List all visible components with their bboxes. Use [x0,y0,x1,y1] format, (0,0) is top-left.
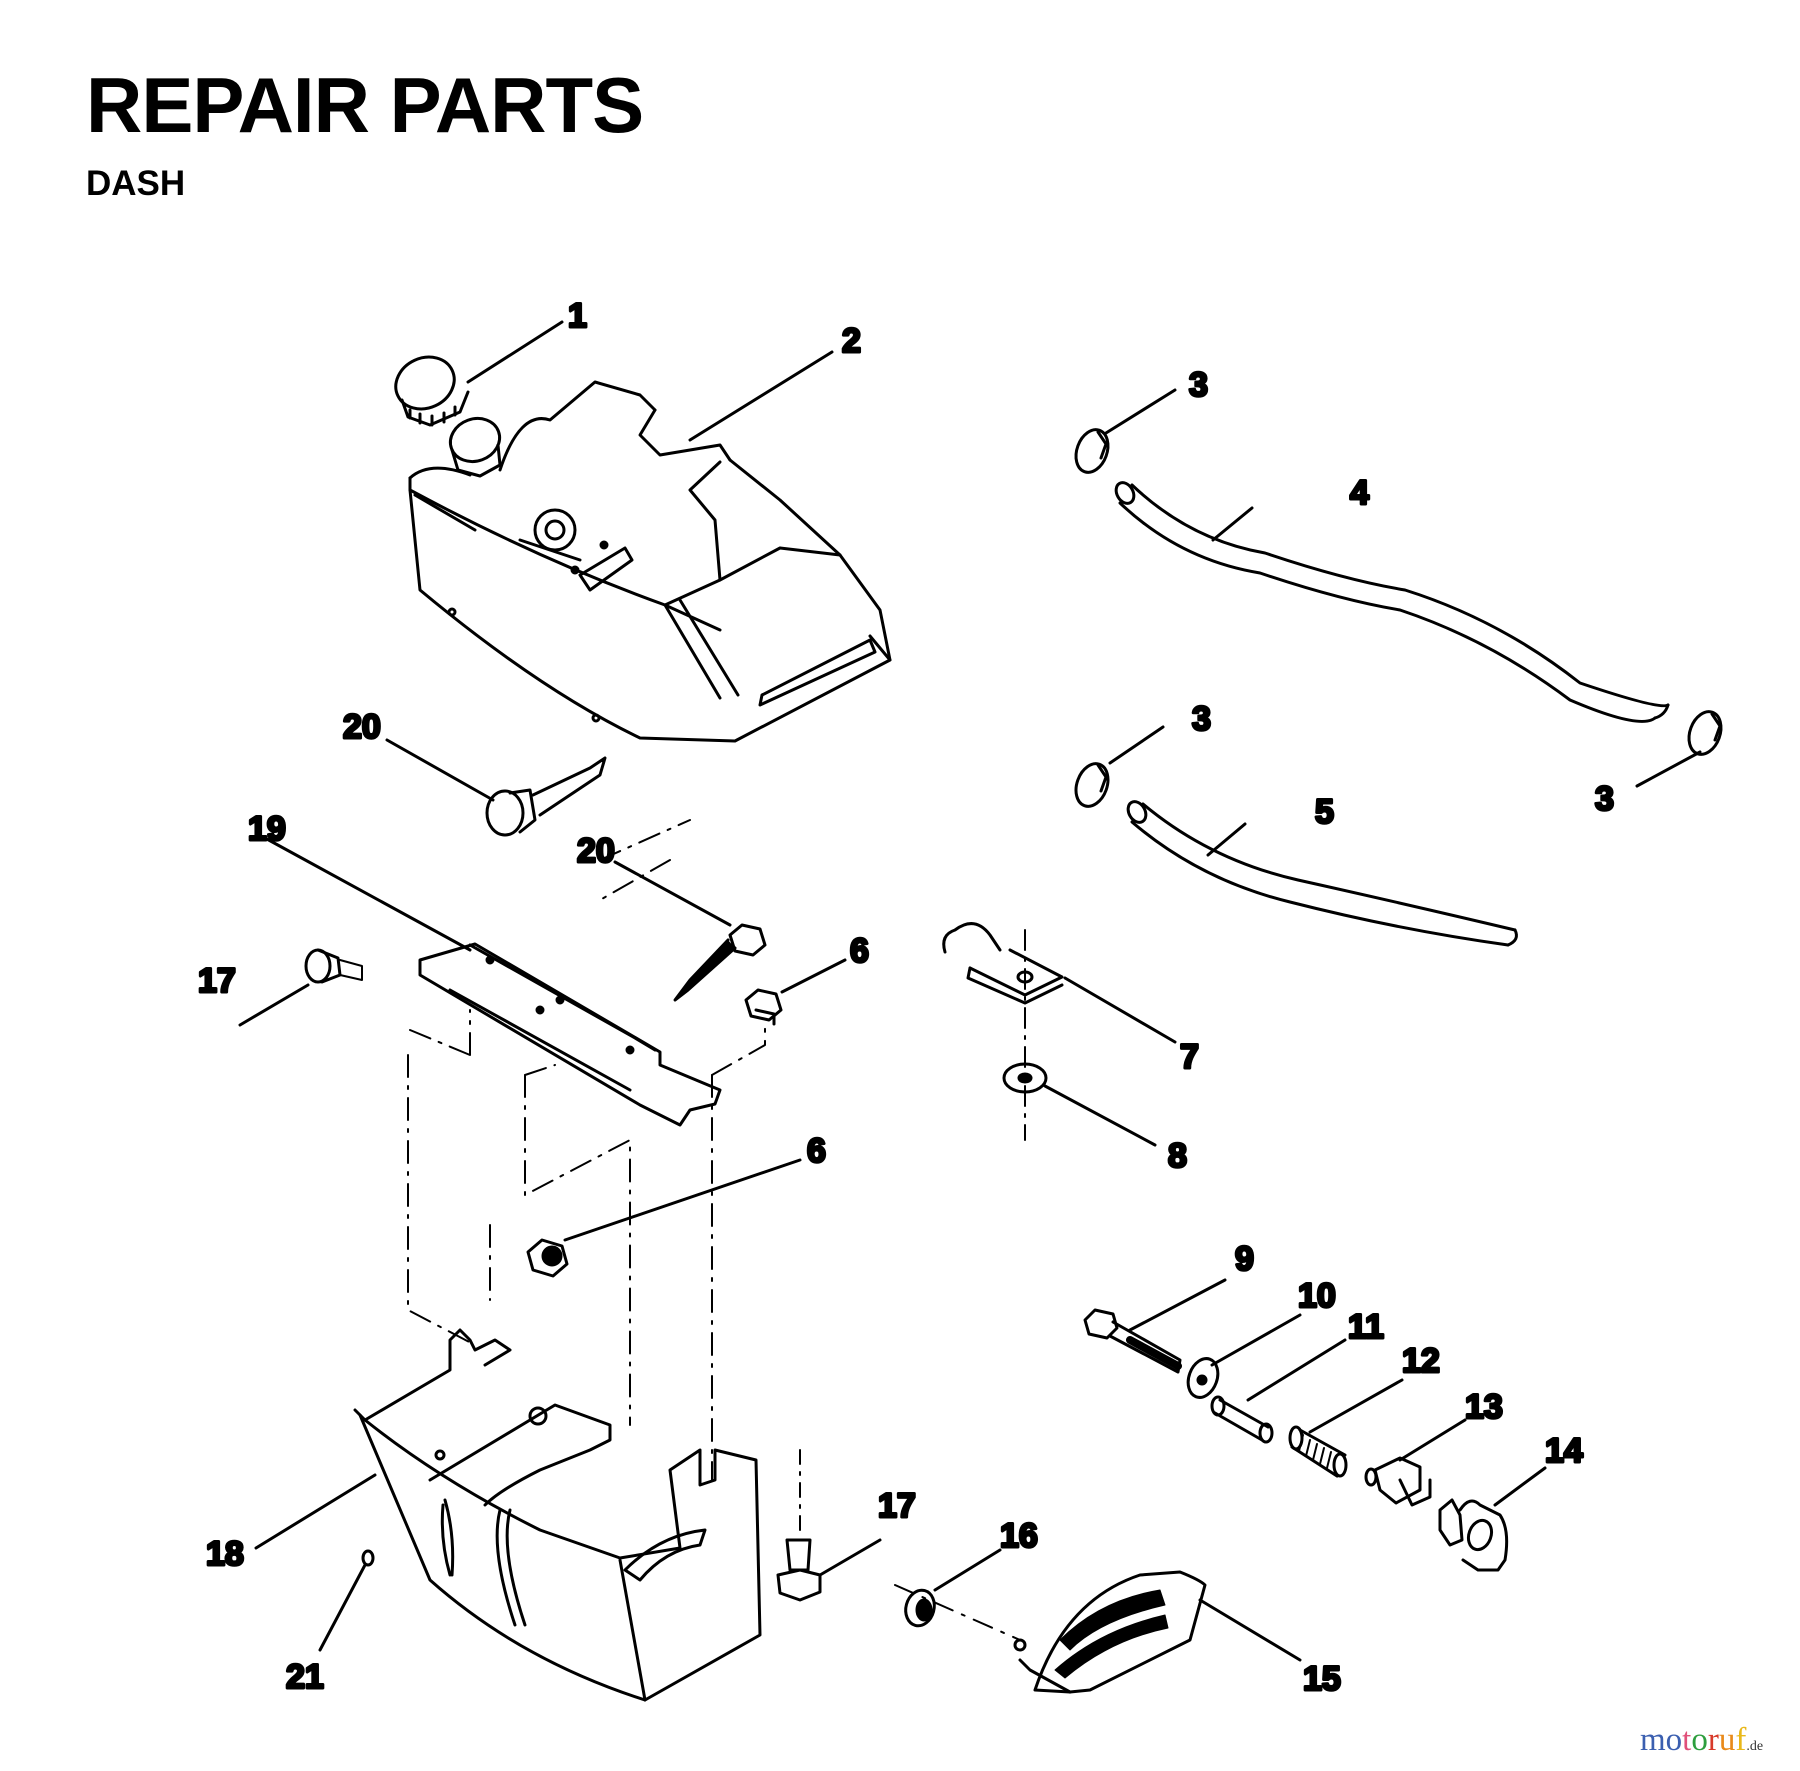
part-12-spring[interactable] [1288,1425,1348,1478]
part-10-washer[interactable] [1183,1354,1223,1401]
part-20-bolt[interactable] [673,923,767,1002]
watermark-letter: f [1735,1722,1747,1758]
leader-line [1108,725,1165,765]
part-4-fuel-hose[interactable] [1113,479,1670,723]
callout-21: 21 [286,1658,324,1696]
leader-line [1206,822,1247,857]
leader-line [318,1563,367,1652]
leader-line [1635,750,1702,788]
part-17-screw[interactable] [304,948,363,984]
part-21-plug[interactable] [361,1549,375,1567]
watermark-letter: o [1665,1722,1683,1758]
part-3-hose-clamp[interactable] [1683,707,1726,759]
callout-17: 17 [878,1487,916,1525]
callout-17: 17 [198,962,236,1000]
page-title: REPAIR PARTS [86,61,644,149]
leader-line [238,983,310,1027]
part-17-screw[interactable] [776,1538,822,1602]
callout-7: 7 [1180,1038,1199,1076]
callout-15: 15 [1303,1660,1341,1698]
leader-line [1198,1598,1302,1662]
leader-line [263,836,472,952]
leader-line [1308,1378,1404,1434]
callout-6: 6 [850,932,869,970]
callout-19: 19 [248,810,286,848]
part-7-hose-clip[interactable] [942,922,1064,1005]
watermark-letter: t [1682,1722,1692,1758]
callout-5: 5 [1315,793,1334,831]
part-1-fuel-cap[interactable] [387,348,470,427]
callout-12: 12 [1402,1342,1440,1380]
part-6-lock-nut[interactable] [526,1238,569,1278]
leader-line [1128,1278,1227,1332]
leader-line [1211,506,1254,542]
leader-line [1043,1084,1157,1147]
callout-16: 16 [1000,1517,1038,1555]
part-3-hose-clamp[interactable] [1070,425,1113,477]
callout-9: 9 [1235,1240,1254,1278]
part-20-bolt[interactable] [485,756,607,837]
callout-20: 20 [577,832,615,870]
leader-line [466,320,564,384]
watermark-letter: m [1640,1722,1666,1758]
part-2-fuel-tank-cover[interactable] [408,380,892,743]
callout-3: 3 [1595,780,1614,818]
watermark-logo: motoruf.de [1640,1722,1763,1759]
callout-1: 1 [568,297,587,335]
centerline [894,1584,1021,1641]
part-16-grommet[interactable] [902,1587,938,1629]
leader-line [254,1473,377,1550]
leader-line [1104,388,1177,435]
callout-4: 4 [1350,474,1369,512]
callout-14: 14 [1545,1432,1583,1470]
callout-18: 18 [206,1535,244,1573]
callout-6: 6 [807,1132,826,1170]
part-13-knob-bracket[interactable] [1364,1456,1432,1507]
callout-13: 13 [1465,1388,1503,1426]
watermark-letter: o [1691,1722,1708,1758]
leader-line [688,350,834,442]
part-19-support-bracket[interactable] [418,942,722,1127]
leader-line [385,738,495,802]
part-5-fuel-hose[interactable] [1125,798,1518,947]
callout-8: 8 [1168,1137,1187,1175]
leader-line [1063,976,1177,1044]
leader-line [933,1548,1002,1592]
callout-3: 3 [1189,366,1208,404]
part-9-bolt[interactable] [1083,1308,1182,1374]
callout-2: 2 [842,322,861,360]
part-6-lock-nut[interactable] [744,988,783,1026]
callout-10: 10 [1298,1277,1336,1315]
leader-line [563,1158,802,1242]
callout-3: 3 [1192,700,1211,738]
leader-line [780,958,847,994]
watermark-letter: u [1718,1722,1736,1758]
callout-20: 20 [343,708,381,746]
callout-11: 11 [1348,1308,1384,1346]
part-3-hose-clamp[interactable] [1070,759,1113,811]
leader-line [613,860,732,927]
leader-line [1210,1313,1302,1367]
leader-line [818,1538,882,1577]
part-11-spacer[interactable] [1210,1395,1274,1444]
leader-line [1398,1418,1467,1462]
assembly-centerlines [407,819,766,1481]
leader-line [1493,1466,1547,1507]
watermark-letter: r [1707,1722,1719,1758]
section-subtitle: DASH [86,164,186,203]
part-18-dash-panel[interactable] [353,1328,762,1702]
part-14-knob[interactable] [1438,1498,1509,1572]
part-15-indicator-plate[interactable] [1013,1570,1207,1694]
watermark-suffix: .de [1746,1739,1764,1754]
leader-line [1246,1338,1347,1402]
